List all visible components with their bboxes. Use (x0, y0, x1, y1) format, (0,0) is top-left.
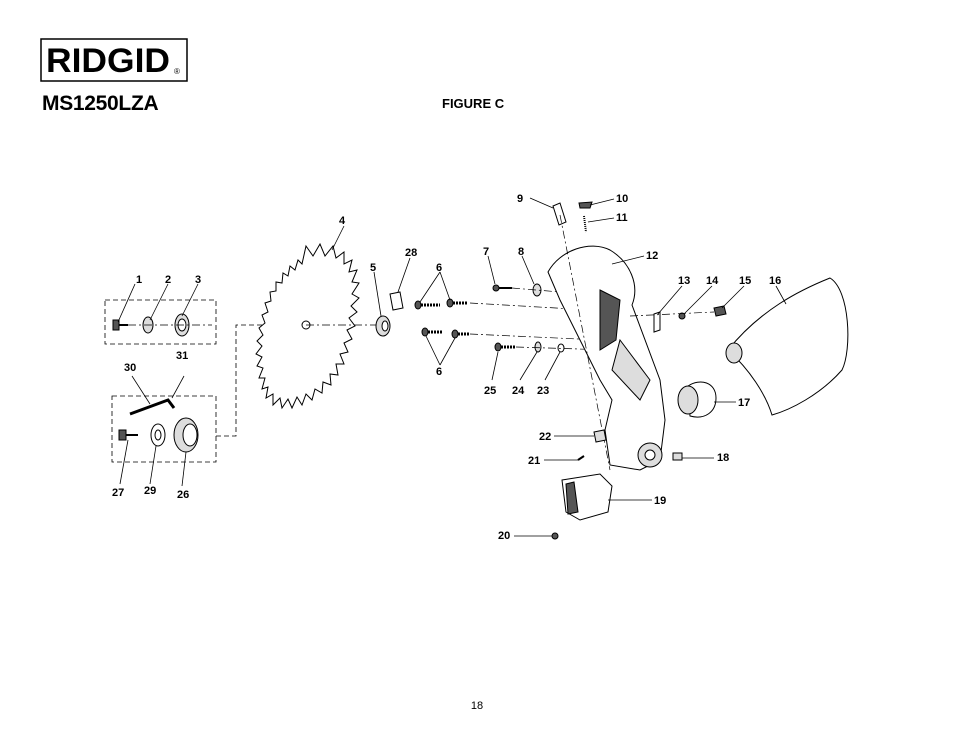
callout-14: 14 (706, 275, 719, 287)
dust-port (677, 381, 717, 418)
callout-24: 24 (512, 385, 525, 397)
screw-21 (577, 455, 585, 461)
callout-10: 10 (616, 193, 628, 205)
callout-23: 23 (537, 385, 549, 397)
blade-guard-housing (547, 245, 666, 471)
screw-25 (494, 342, 516, 352)
screw-6-upper (414, 298, 468, 310)
callout-7: 7 (483, 246, 489, 258)
callout-31: 31 (176, 350, 188, 362)
page-number: 18 (470, 700, 484, 712)
callout-4: 4 (339, 215, 346, 227)
leader-lines (117, 197, 787, 537)
dust-bag (725, 277, 849, 416)
callout-26: 26 (177, 489, 189, 501)
ridgid-logo: RIDGID ® (40, 38, 188, 82)
clip-15 (713, 305, 727, 317)
screw-7 (492, 284, 512, 292)
callout-27: 27 (112, 487, 124, 499)
block-22 (593, 429, 607, 443)
bracket-13 (653, 311, 661, 333)
callout-numbers: 1 2 3 4 5 6 6 7 8 9 10 11 12 13 14 15 16… (112, 193, 781, 542)
callout-21: 21 (528, 455, 540, 467)
callout-9: 9 (517, 193, 523, 205)
callout-15: 15 (739, 275, 751, 287)
callout-6-lower: 6 (436, 366, 442, 378)
callout-19: 19 (654, 495, 666, 507)
washer-23 (557, 343, 565, 353)
label-28 (389, 291, 404, 311)
callout-18: 18 (717, 452, 729, 464)
callout-6-upper: 6 (436, 262, 442, 274)
washer-24 (534, 341, 542, 353)
saw-blade (255, 242, 360, 410)
spring-11 (583, 215, 587, 233)
model-number: MS1250LZA (42, 92, 159, 115)
callout-3: 3 (195, 274, 201, 286)
knob-10 (578, 201, 593, 209)
callout-16: 16 (769, 275, 781, 287)
screw-27 (118, 429, 138, 441)
callout-29: 29 (144, 485, 156, 497)
callout-1: 1 (136, 274, 142, 286)
arbor-bolt (112, 319, 128, 331)
pin-18 (672, 452, 683, 461)
motor-bracket-19 (561, 473, 613, 521)
callout-30: 30 (124, 362, 136, 374)
callout-13: 13 (678, 275, 690, 287)
callout-12: 12 (646, 250, 658, 262)
callout-2: 2 (165, 274, 171, 286)
callout-8: 8 (518, 246, 524, 258)
screw-20 (551, 532, 559, 540)
callout-22: 22 (539, 431, 551, 443)
callout-28: 28 (405, 247, 417, 259)
callout-5: 5 (370, 262, 376, 274)
screw-14 (678, 312, 686, 320)
parts-group-box-lower (111, 395, 217, 463)
callout-20: 20 (498, 530, 510, 542)
registered-mark: ® (174, 67, 180, 76)
callout-25: 25 (484, 385, 496, 397)
figure-title: FIGURE C (442, 96, 505, 111)
lever-9 (552, 202, 567, 226)
hex-key (129, 398, 176, 416)
callout-17: 17 (738, 397, 750, 409)
logo-wordmark: RIDGID (46, 42, 170, 80)
parts-group-box-upper (104, 299, 217, 345)
screw-6-lower (421, 327, 470, 339)
callout-11: 11 (616, 212, 628, 224)
